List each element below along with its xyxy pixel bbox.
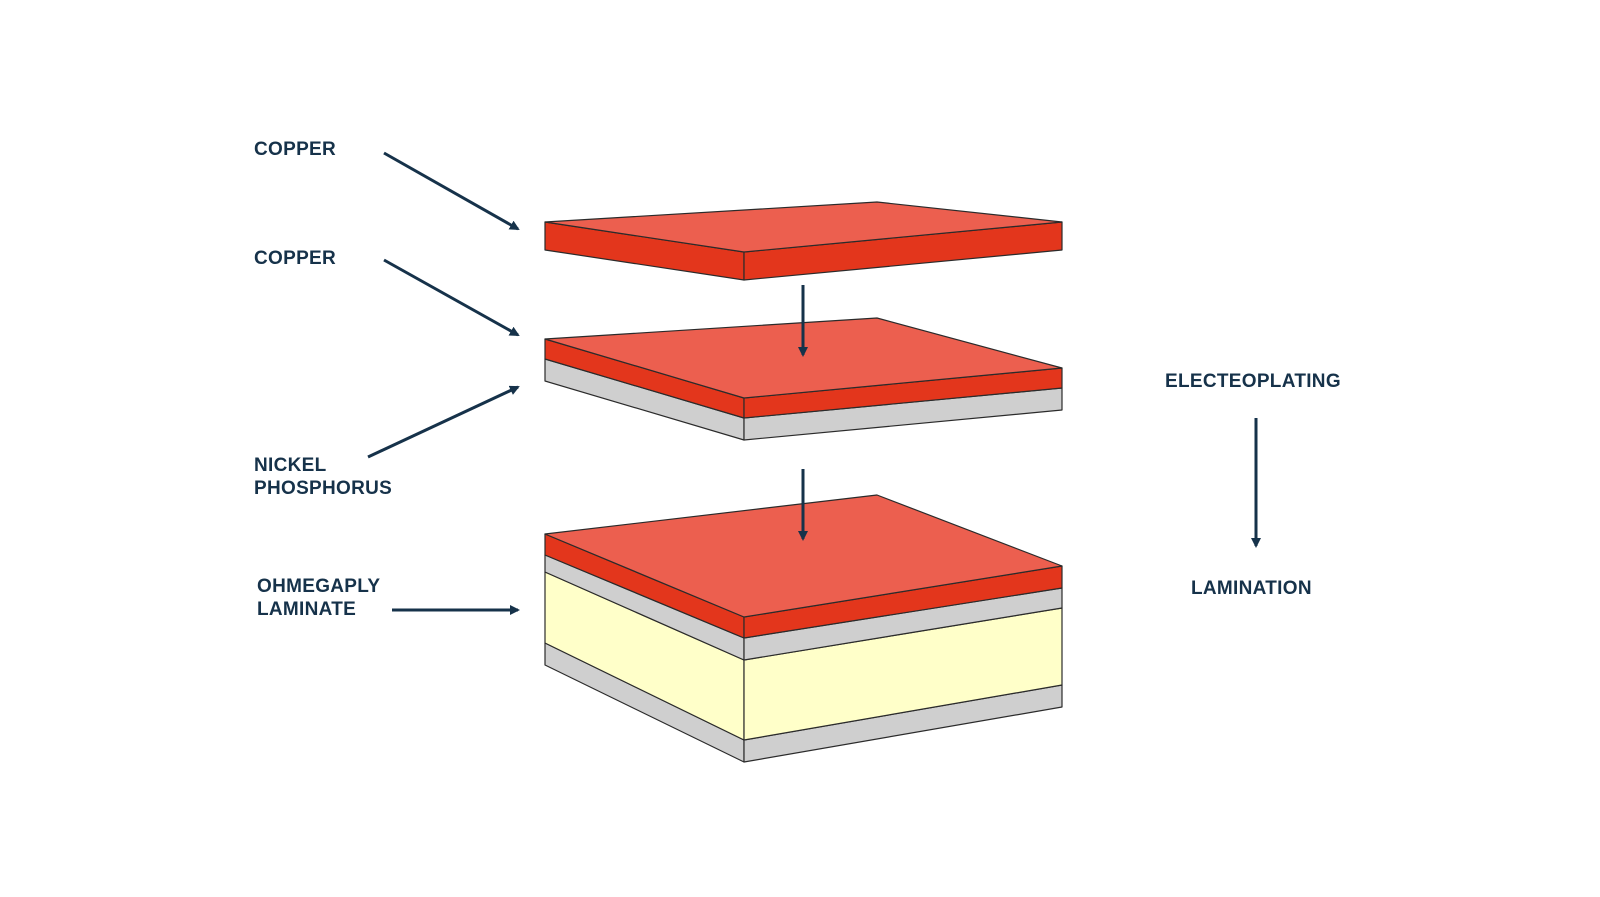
nickel-phosphorus-pointer-arrow xyxy=(367,385,520,459)
nickel-phosphorus-label: NICKEL PHOSPHORUS xyxy=(254,454,392,500)
process-step-electroplating: ELECTEOPLATING xyxy=(1165,371,1341,392)
copper-top-pointer-arrow xyxy=(383,151,520,231)
nickel-phosphorus-label-line-2: PHOSPHORUS xyxy=(254,478,393,499)
process-step-lamination: LAMINATION xyxy=(1191,578,1312,599)
ohmegaply-laminate-label: OHMEGAPLY LAMINATE xyxy=(257,575,380,621)
laminated-stack xyxy=(544,494,1063,763)
copper-top-face xyxy=(544,201,1063,253)
ohmegaply-laminate-label-line-2: LAMINATE xyxy=(257,599,357,620)
copper-nickel-sheet xyxy=(544,317,1063,441)
bottom-copper-face xyxy=(544,494,1063,618)
ohmegaply-laminate-label-line-1: OHMEGAPLY xyxy=(257,576,381,597)
copper-middle-label: COPPER xyxy=(254,248,337,269)
copper-sheet-top xyxy=(544,201,1063,281)
middle-copper-face xyxy=(544,317,1063,399)
copper-middle-pointer-arrow xyxy=(383,258,520,337)
copper-top-label: COPPER xyxy=(254,139,337,160)
nickel-phosphorus-label-line-1: NICKEL xyxy=(254,455,327,476)
